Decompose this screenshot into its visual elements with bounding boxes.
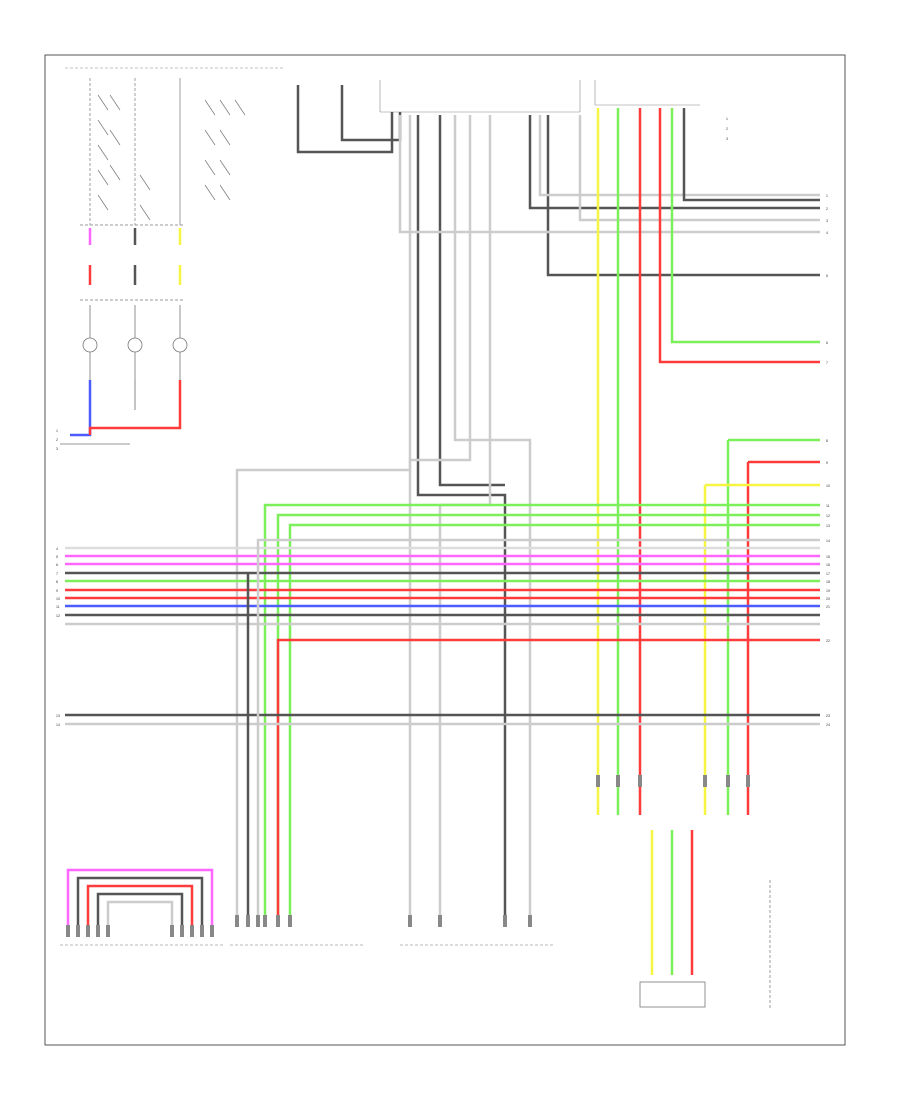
left-terminal-7: 7 [56, 572, 58, 576]
right-terminal-17: 17 [826, 572, 830, 576]
header-number-3: 3 [726, 137, 728, 141]
right-terminal-4: 4 [826, 231, 828, 235]
bottom-right-wires [650, 830, 694, 975]
left-terminal-4: 4 [56, 547, 58, 551]
right-terminal-9: 9 [826, 461, 828, 465]
left-terminal-14: 14 [56, 723, 60, 727]
lamp-output-wires [60, 380, 182, 445]
right-terminal-12: 12 [826, 514, 830, 518]
right-terminal-19: 19 [826, 589, 830, 593]
harness-wires [235, 115, 820, 925]
right-terminal-16: 16 [826, 563, 830, 567]
right-terminal-18: 18 [826, 580, 830, 584]
right-terminal-24: 24 [826, 723, 830, 727]
right-terminal-22: 22 [826, 639, 830, 643]
right-terminal-20: 20 [826, 597, 830, 601]
right-terminal-6: 6 [826, 341, 828, 345]
right-terminal-23: 23 [826, 714, 830, 718]
left-terminal-10: 10 [56, 597, 60, 601]
right-terminal-10: 10 [826, 484, 830, 488]
left-terminal-6: 6 [56, 563, 58, 567]
switch-block [80, 78, 246, 301]
header-number-1: 1 [726, 117, 728, 121]
top-dark-wires [296, 85, 402, 154]
right-terminal-21: 21 [826, 605, 830, 609]
left-terminal-labels: 1 2 3 4 5 6 7 8 9 10 11 12 13 14 [56, 429, 60, 727]
lamp-components [82, 305, 188, 380]
right-terminal-7: 7 [826, 361, 828, 365]
connector-pins [66, 775, 750, 937]
header-numbers: 1 2 3 [726, 117, 728, 141]
left-terminal-5: 5 [56, 555, 58, 559]
right-terminal-3: 3 [826, 219, 828, 223]
horizontal-bus-wires [65, 503, 820, 925]
left-terminal-1: 1 [56, 429, 58, 433]
right-terminal-15: 15 [826, 555, 830, 559]
bottom-right-component [639, 981, 706, 1008]
left-terminal-11: 11 [56, 605, 60, 609]
top-connector-lines [379, 80, 700, 113]
left-terminal-8: 8 [56, 580, 58, 584]
right-vertical-wires [596, 108, 820, 815]
diagram-frame [44, 54, 846, 1046]
right-terminal-13: 13 [826, 524, 830, 528]
header-number-2: 2 [726, 127, 728, 131]
left-terminal-13: 13 [56, 714, 60, 718]
right-terminal-8: 8 [826, 439, 828, 443]
left-terminal-2: 2 [56, 438, 58, 442]
switch-leads [88, 228, 182, 285]
left-terminal-9: 9 [56, 589, 58, 593]
right-terminal-2: 2 [826, 207, 828, 211]
right-terminal-5: 5 [826, 274, 828, 278]
right-terminal-1: 1 [826, 194, 828, 198]
bottom-left-loop [66, 868, 214, 925]
left-terminal-12: 12 [56, 614, 60, 618]
right-terminal-labels: 1 2 3 4 5 6 7 8 9 10 11 12 13 14 15 16 1… [826, 194, 830, 727]
right-terminal-14: 14 [826, 539, 830, 543]
right-terminal-11: 11 [826, 504, 830, 508]
left-terminal-3: 3 [56, 447, 58, 451]
